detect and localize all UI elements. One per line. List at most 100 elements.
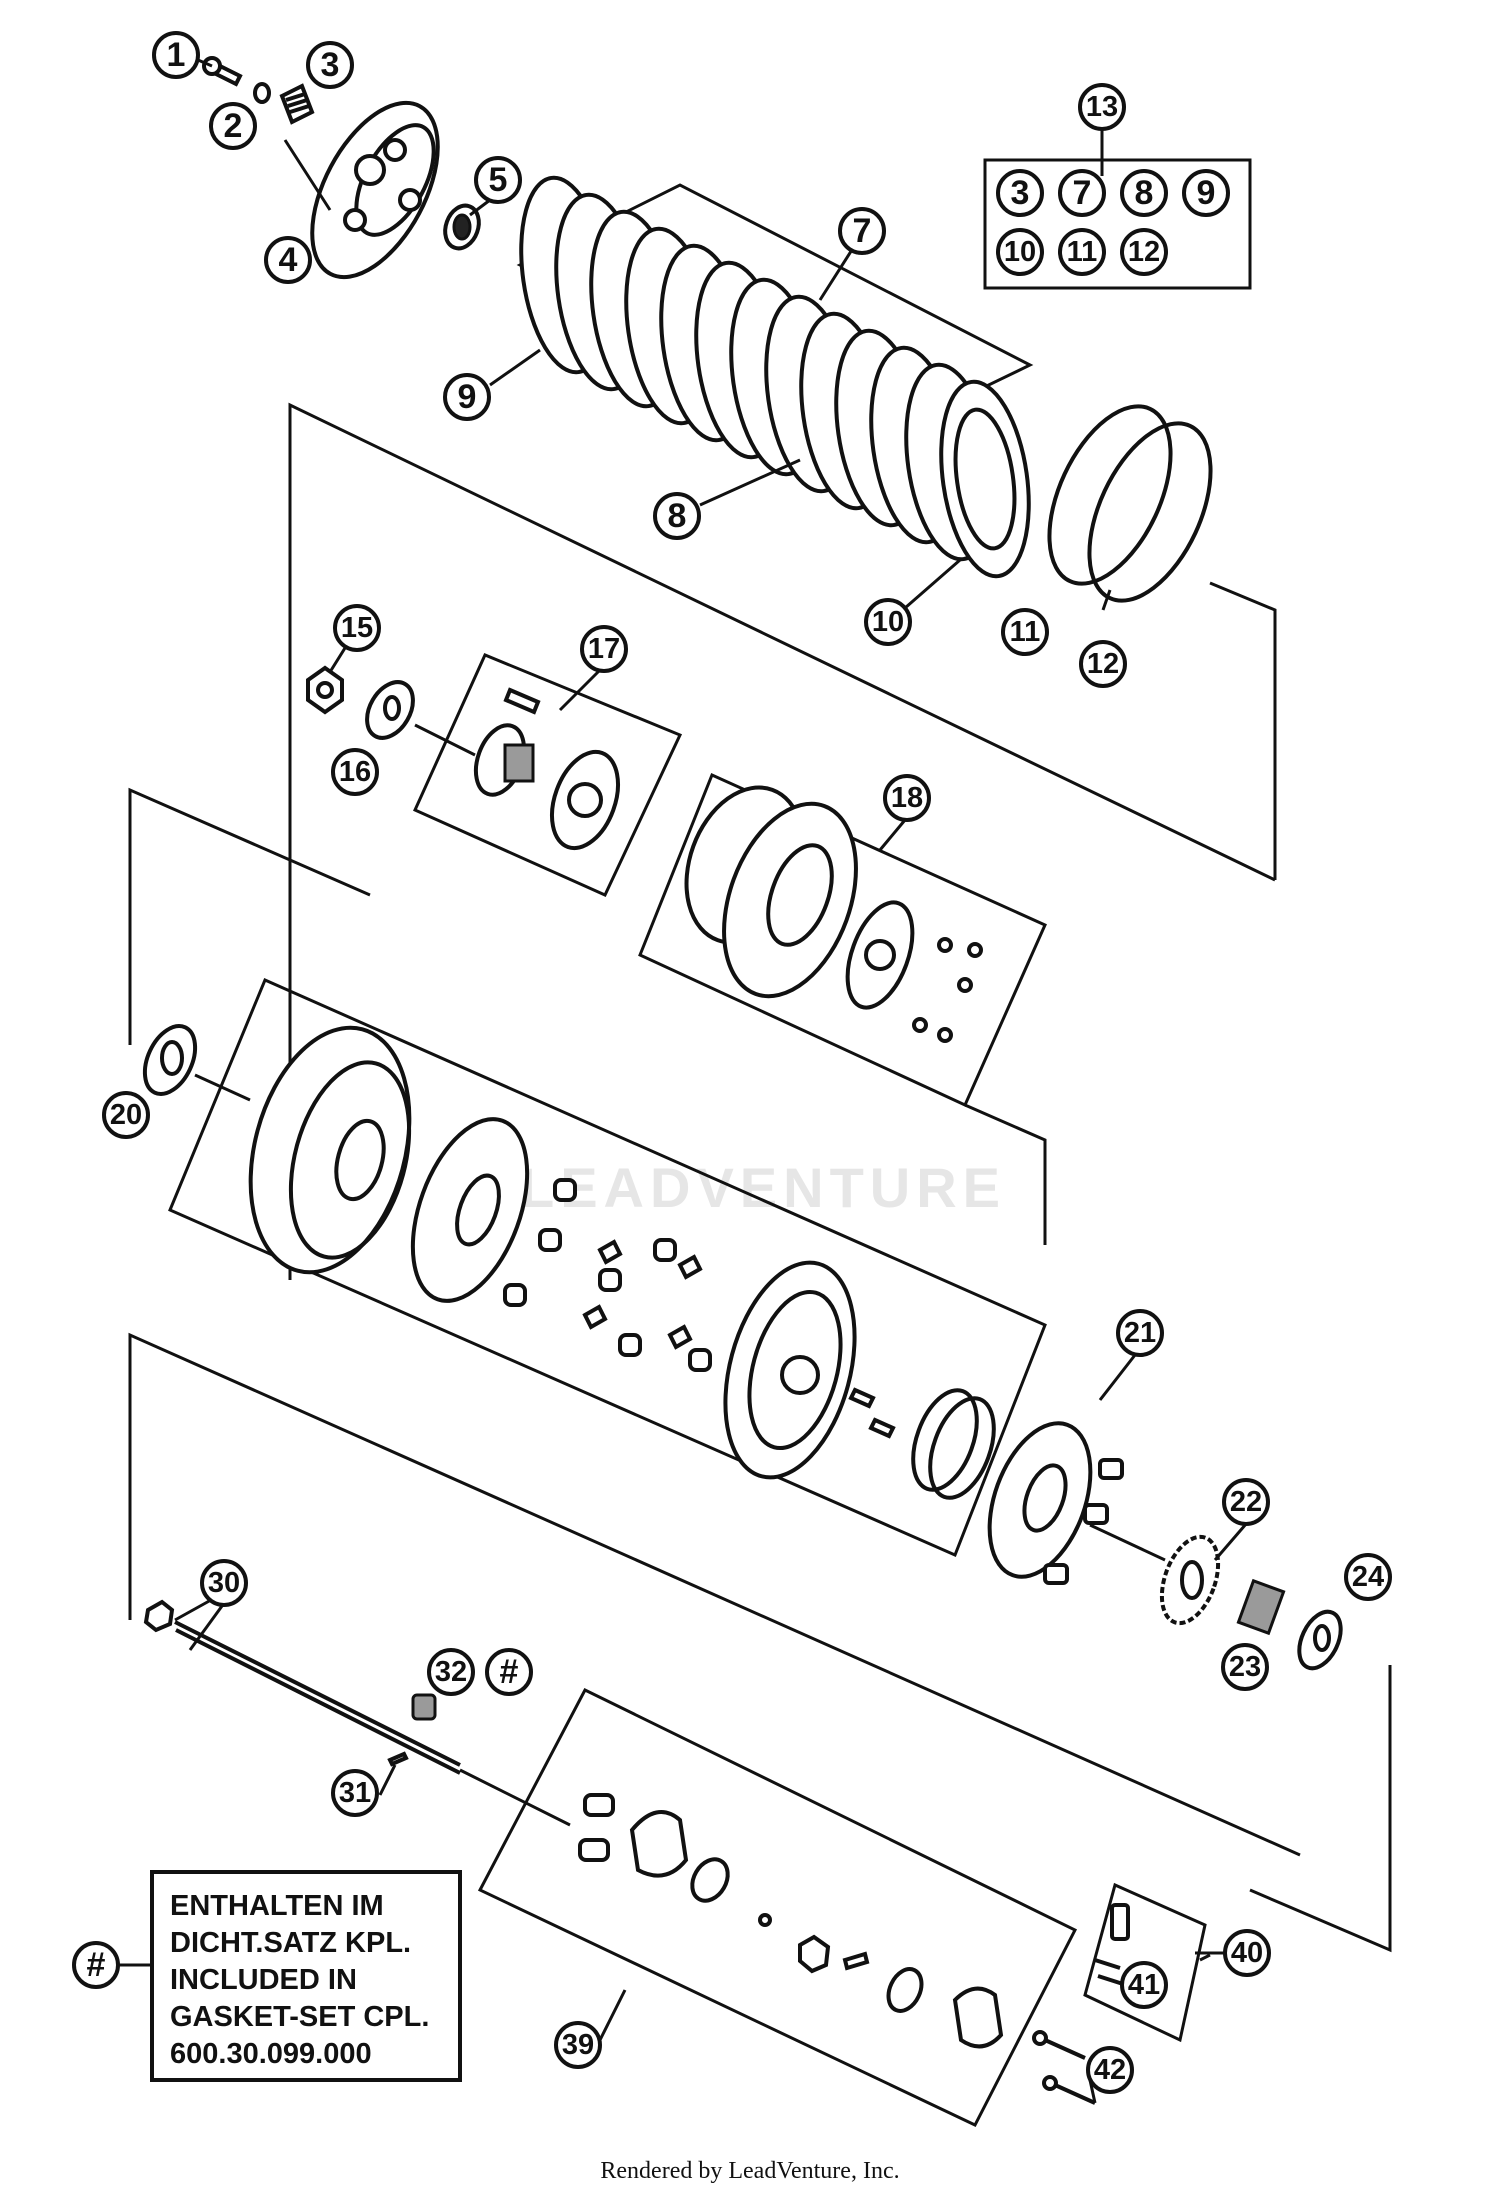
note-line-5: 600.30.099.000 [170, 2038, 372, 2070]
inner-hub-part-18 [684, 785, 983, 1043]
svg-text:40: 40 [1231, 1937, 1263, 1969]
needle-bearing-part-23 [1236, 1578, 1286, 1636]
frame-17 [413, 653, 683, 897]
callout-4[interactable]: 4 [264, 236, 312, 284]
svg-text:5: 5 [489, 161, 508, 199]
gear-part-22 [1159, 1534, 1221, 1626]
callout-31[interactable]: 31 [331, 1769, 379, 1817]
callout-16[interactable]: 16 [331, 748, 379, 796]
screws-part-42 [1032, 2030, 1096, 2105]
seal-part-32 [411, 1693, 437, 1721]
svg-text:12: 12 [1087, 648, 1119, 680]
callout-32-hash[interactable]: # [485, 1648, 533, 1696]
svg-text:16: 16 [339, 756, 371, 788]
wire-rings-part-11-12 [1047, 404, 1213, 603]
pressure-plate-part-4 [310, 100, 440, 280]
kit-13-item-11: 11 [1067, 236, 1098, 268]
note-line-2: DICHT.SATZ KPL. [170, 1927, 412, 1959]
washer-part-24 [1297, 1609, 1343, 1671]
svg-text:22: 22 [1230, 1486, 1262, 1518]
callout-17[interactable]: 17 [580, 625, 628, 673]
svg-text:10: 10 [872, 606, 904, 638]
note-hash-marker[interactable]: # [72, 1941, 120, 1989]
frame-39 [477, 1688, 1078, 2127]
leadventure-watermark: LEADVENTURE [520, 1156, 1007, 1219]
callout-15[interactable]: 15 [333, 604, 381, 652]
bearing-part-5 [443, 203, 481, 251]
svg-text:13: 13 [1086, 91, 1118, 123]
kit-13-item-7: 7 [1073, 174, 1092, 212]
svg-text:30: 30 [208, 1567, 240, 1599]
line-pressure-plate-to-stack [288, 402, 1276, 1280]
frame-basket [168, 978, 1047, 1558]
callout-40[interactable]: 40 [1223, 1929, 1271, 1977]
svg-text:2: 2 [224, 107, 243, 145]
svg-text:8: 8 [668, 497, 687, 535]
footer-credit: Rendered by LeadVenture, Inc. [600, 2158, 900, 2184]
kit-13-item-10: 10 [1004, 236, 1036, 268]
svg-text:42: 42 [1094, 2054, 1126, 2086]
shaft-line-20 [194, 1073, 251, 1102]
damper-part-17 [473, 687, 620, 851]
shaft-line-21-22 [1089, 1523, 1166, 1562]
callout-10[interactable]: 10 [864, 598, 912, 646]
line-30-to-39 [459, 1768, 571, 1827]
kit-13-contents: 3 7 8 9 10 11 12 [996, 169, 1230, 276]
callout-leaders [118, 58, 1248, 2104]
note-line-3: INCLUDED IN [170, 1964, 357, 1996]
callout-11[interactable]: 11 [1001, 608, 1049, 656]
clutch-basket-part-21 [248, 1025, 1124, 1585]
callout-42[interactable]: 42 [1086, 2046, 1134, 2094]
svg-text:24: 24 [1352, 1561, 1384, 1593]
callout-2[interactable]: 2 [209, 102, 257, 150]
bolt-part-1 [202, 56, 243, 87]
callout-5[interactable]: 5 [474, 156, 522, 204]
callout-1[interactable]: 1 [152, 31, 200, 79]
pushrod-part-30 [143, 1599, 461, 1775]
svg-text:23: 23 [1229, 1651, 1261, 1683]
svg-text:31: 31 [339, 1777, 371, 1809]
callout-7[interactable]: 7 [838, 207, 886, 255]
callout-18[interactable]: 18 [883, 774, 931, 822]
frame-40 [1083, 1882, 1207, 2043]
shaft-line-16-17 [414, 723, 476, 757]
callout-39[interactable]: 39 [554, 2021, 602, 2069]
svg-text:15: 15 [341, 612, 373, 644]
nut-part-15 [306, 665, 344, 715]
pin-part-31 [387, 1751, 409, 1767]
frame-18 [638, 772, 1047, 1107]
gasket-set-note: ENTHALTEN IM DICHT.SATZ KPL. INCLUDED IN… [150, 1870, 462, 2082]
callout-32[interactable]: 32 [427, 1648, 475, 1696]
svg-text:21: 21 [1124, 1317, 1156, 1349]
callout-9[interactable]: 9 [443, 373, 491, 421]
bleeder-part-41 [1094, 1903, 1130, 1986]
callout-30[interactable]: 30 [200, 1559, 248, 1607]
clutch-disc-stack [519, 175, 1031, 579]
callout-13[interactable]: 13 [1078, 83, 1126, 131]
callout-3[interactable]: 3 [306, 41, 354, 89]
callout-8[interactable]: 8 [653, 492, 701, 540]
svg-text:4: 4 [279, 241, 298, 279]
svg-text:17: 17 [588, 633, 620, 665]
svg-text:11: 11 [1010, 616, 1041, 648]
washer-part-2 [253, 82, 271, 104]
callout-12[interactable]: 12 [1079, 640, 1127, 688]
callout-23[interactable]: 23 [1221, 1643, 1269, 1691]
callout-20[interactable]: 20 [102, 1091, 150, 1139]
svg-text:39: 39 [562, 2029, 594, 2061]
kit-13-item-9: 9 [1197, 174, 1216, 212]
svg-text:20: 20 [110, 1099, 142, 1131]
svg-text:32: 32 [435, 1656, 467, 1688]
callout-22[interactable]: 22 [1222, 1478, 1270, 1526]
kit-13-item-12: 12 [1128, 236, 1160, 268]
callout-24[interactable]: 24 [1344, 1553, 1392, 1601]
line-hub-left [128, 787, 371, 1045]
line-stack-right [1209, 581, 1277, 880]
svg-text:7: 7 [853, 212, 872, 250]
svg-text:9: 9 [458, 378, 477, 416]
note-line-1: ENTHALTEN IM [170, 1890, 384, 1922]
callout-41[interactable]: 41 [1120, 1961, 1168, 2009]
svg-text:3: 3 [321, 46, 340, 84]
callout-21[interactable]: 21 [1116, 1309, 1164, 1357]
svg-text:18: 18 [891, 782, 923, 814]
